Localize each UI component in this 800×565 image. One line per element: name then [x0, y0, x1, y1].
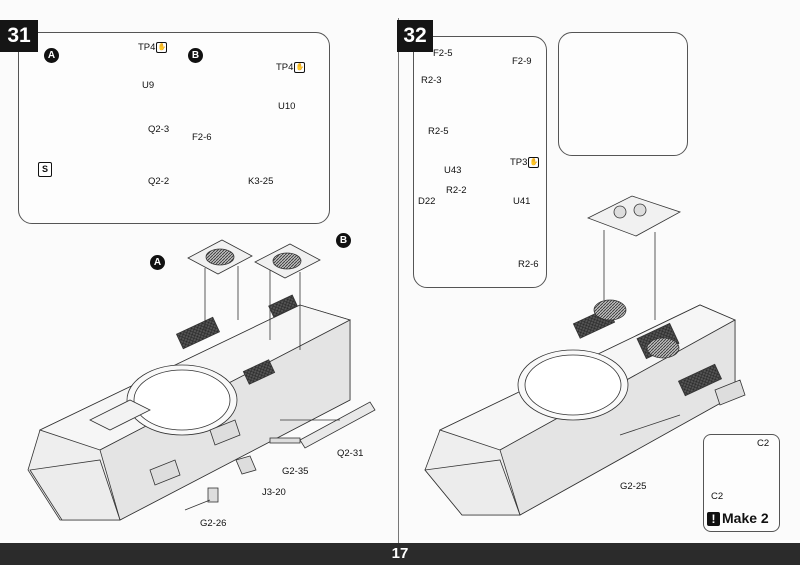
label-c2-bottom: C2 [711, 491, 724, 502]
label-u41: U41 [513, 196, 531, 207]
label-tp4-a: TP4✋ [138, 42, 168, 54]
hand-icon: ✋ [294, 62, 306, 73]
label-r2-3: R2-3 [421, 75, 442, 86]
label-u9: U9 [142, 80, 155, 91]
make-2-label: !Make 2 [707, 510, 769, 526]
label-q2-31: Q2-31 [337, 448, 364, 459]
label-k3-25: K3-25 [248, 176, 274, 187]
page-footer: 17 [0, 543, 800, 565]
step32-hull [424, 195, 746, 516]
step31-hull [27, 239, 376, 521]
label-g2-26: G2-26 [200, 518, 227, 529]
label-u10: U10 [278, 101, 296, 112]
label-f2-5: F2-5 [433, 48, 453, 59]
label-q2-2: Q2-2 [148, 176, 170, 187]
label-r2-6: R2-6 [518, 259, 539, 270]
label-f2-9: F2-9 [512, 56, 532, 67]
hull-a-marker: A [150, 255, 165, 270]
label-r2-2: R2-2 [446, 185, 467, 196]
hull-b-marker: B [336, 233, 351, 248]
step31-callout [18, 32, 330, 224]
label-j3-20: J3-20 [262, 487, 286, 498]
label-q2-3: Q2-3 [148, 124, 170, 135]
label-g2-35: G2-35 [282, 466, 309, 477]
page-divider [398, 18, 399, 543]
label-g2-25: G2-25 [620, 481, 647, 492]
label-u43: U43 [444, 165, 462, 176]
hand-icon: ✋ [528, 157, 540, 168]
label-c2-top: C2 [757, 438, 770, 449]
label-tp4-b: TP4✋ [276, 62, 306, 74]
s-symbol-icon: S [38, 162, 52, 177]
page-number: 17 [391, 545, 409, 562]
label-f2-6: F2-6 [192, 132, 212, 143]
detail-a-marker: A [44, 48, 59, 63]
step32-callout-right [558, 32, 688, 156]
step-32-badge: 32 [397, 20, 433, 52]
step32-callout-left [413, 36, 547, 288]
step-31-badge: 31 [0, 20, 38, 52]
hand-icon: ✋ [156, 42, 168, 53]
exclamation-icon: ! [707, 512, 720, 526]
label-tp3: TP3✋ [510, 157, 540, 169]
detail-b-marker: B [188, 48, 203, 63]
label-r2-5: R2-5 [428, 126, 449, 137]
label-d22: D22 [418, 196, 436, 207]
